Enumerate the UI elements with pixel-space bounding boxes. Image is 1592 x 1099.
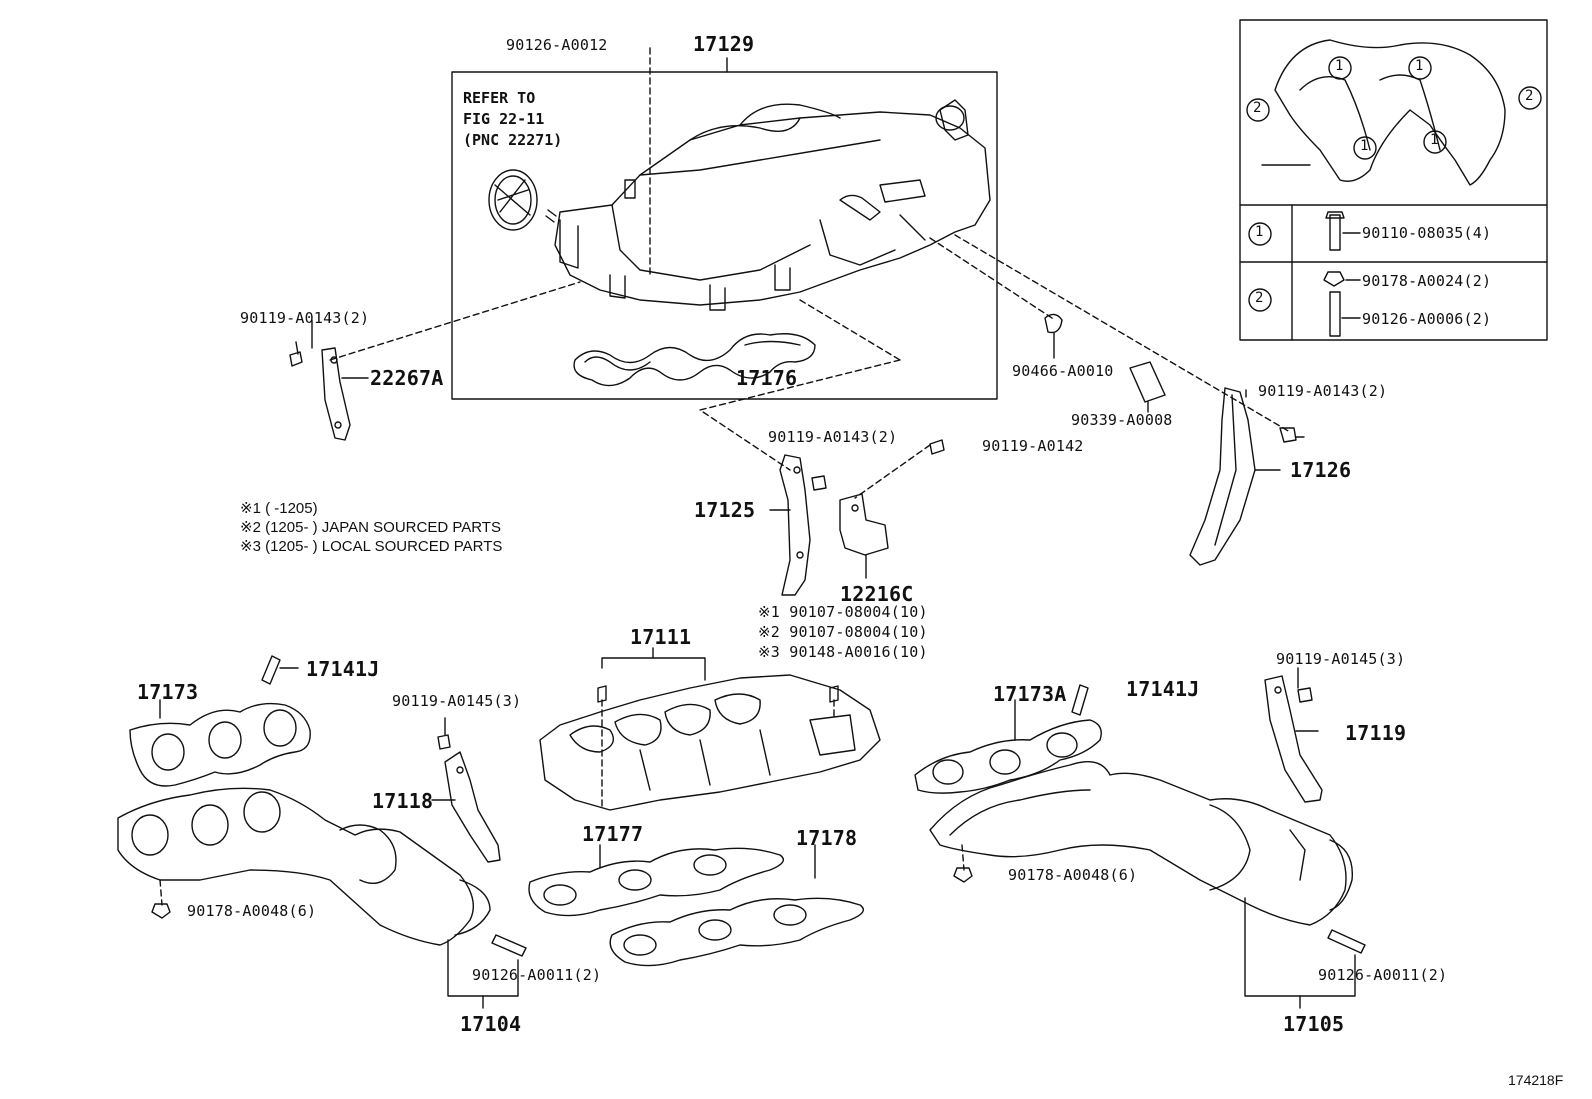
callout-17104: 17104 <box>460 1012 522 1036</box>
callout-90119-a0143-right: 90119-A0143(2) <box>1258 382 1388 400</box>
callout-90119-a0145-left: 90119-A0145(3) <box>392 692 522 710</box>
inset-fig-marker-1a: 1 <box>1335 58 1344 74</box>
hose-90339 <box>1129 361 1166 413</box>
callout-17173: 17173 <box>137 680 199 704</box>
gasket-17173a <box>914 719 1102 794</box>
gasket-17173 <box>129 702 311 787</box>
callout-90126-a0012: 90126-A0012 <box>506 36 608 54</box>
upper-intake-manifold <box>554 99 991 311</box>
inset-panel <box>1239 19 1548 341</box>
callout-17111: 17111 <box>630 625 692 649</box>
callout-90119-a0145-right: 90119-A0145(3) <box>1276 650 1406 668</box>
note-3: ※3 (1205- ) LOCAL SOURCED PARTS <box>240 538 503 555</box>
callout-90119-a0143-mid: 90119-A0143(2) <box>768 428 898 446</box>
callout-90119-a0142: 90119-A0142 <box>982 437 1084 455</box>
inset-fig-marker-2b: 2 <box>1525 88 1534 104</box>
stud-17141j-right <box>1071 684 1089 716</box>
figure-code: 174218F <box>1508 1072 1564 1088</box>
inset-fig-marker-1d: 1 <box>1430 132 1439 148</box>
nut-90178-left <box>151 903 171 919</box>
stay-22267a <box>289 341 351 441</box>
callout-90178-a0048-left: 90178-A0048(6) <box>187 902 317 920</box>
callout-17176: 17176 <box>736 366 798 390</box>
stay-17119 <box>1264 675 1323 803</box>
refer-line-3: (PNC 22271) <box>463 131 563 149</box>
gasket-17178 <box>609 897 864 967</box>
callout-17119: 17119 <box>1345 721 1407 745</box>
callout-17173a: 17173A <box>993 682 1067 706</box>
inset-fig-marker-2a: 2 <box>1253 100 1262 116</box>
inset-fig-marker-1c: 1 <box>1360 138 1369 154</box>
gasket-17176 <box>573 333 816 387</box>
inset-row2-part-a: 90178-A0024(2) <box>1362 272 1492 290</box>
stay-17126 <box>1189 387 1297 566</box>
stud-90126-a0011-right <box>1327 929 1366 954</box>
stud-17141j-left <box>261 655 281 685</box>
clamp-90466 <box>1044 313 1063 359</box>
callout-17118: 17118 <box>372 789 434 813</box>
callout-90339-a0008: 90339-A0008 <box>1071 411 1173 429</box>
exhaust-manifold-17105 <box>929 761 1354 926</box>
stay-17118 <box>437 734 501 863</box>
callout-17129: 17129 <box>693 32 755 56</box>
intake-manifold-box <box>451 71 998 400</box>
bolt-note-1: ※1 90107-08004(10) <box>758 603 928 621</box>
callout-90126-a0011-right: 90126-A0011(2) <box>1318 966 1448 984</box>
callout-90466-a0010: 90466-A0010 <box>1012 362 1114 380</box>
callout-17126: 17126 <box>1290 458 1352 482</box>
stud-90126-a0011-left <box>491 934 527 957</box>
callout-17178: 17178 <box>796 826 858 850</box>
inset-row1-marker: 1 <box>1255 224 1264 240</box>
callout-12216c: 12216C <box>840 582 914 606</box>
refer-line-2: FIG 22-11 <box>463 110 545 128</box>
callout-90178-a0048-right: 90178-A0048(6) <box>1008 866 1138 884</box>
callout-90119-a0143-left: 90119-A0143(2) <box>240 309 370 327</box>
nut-90178-right <box>953 867 973 883</box>
inset-row2-marker: 2 <box>1255 290 1264 306</box>
refer-note: REFER TO FIG 22-11 (PNC 22271) <box>463 88 562 151</box>
note-1: ※1 ( -1205) <box>240 500 318 517</box>
callout-22267a: 22267A <box>370 366 444 390</box>
inset-row1-part: 90110-08035(4) <box>1362 224 1492 242</box>
callout-17141j-right: 17141J <box>1126 677 1200 701</box>
gasket-17177 <box>528 847 784 917</box>
refer-line-1: REFER TO <box>463 89 536 107</box>
throttle-gasket <box>488 169 538 231</box>
callout-17177: 17177 <box>582 822 644 846</box>
callout-17125: 17125 <box>694 498 756 522</box>
intake-17111 <box>539 674 881 811</box>
bolt-note-3: ※3 90148-A0016(10) <box>758 643 928 661</box>
callout-17141j-left: 17141J <box>306 657 380 681</box>
callout-90126-a0011-left: 90126-A0011(2) <box>472 966 602 984</box>
stay-17125 <box>779 454 827 596</box>
inset-fig-marker-1b: 1 <box>1415 58 1424 74</box>
bracket-12216c <box>839 439 945 556</box>
bolt-note-2: ※2 90107-08004(10) <box>758 623 928 641</box>
inset-row2-part-b: 90126-A0006(2) <box>1362 310 1492 328</box>
callout-17105: 17105 <box>1283 1012 1345 1036</box>
exhaust-manifold-17104 <box>117 787 491 946</box>
note-2: ※2 (1205- ) JAPAN SOURCED PARTS <box>240 519 501 536</box>
